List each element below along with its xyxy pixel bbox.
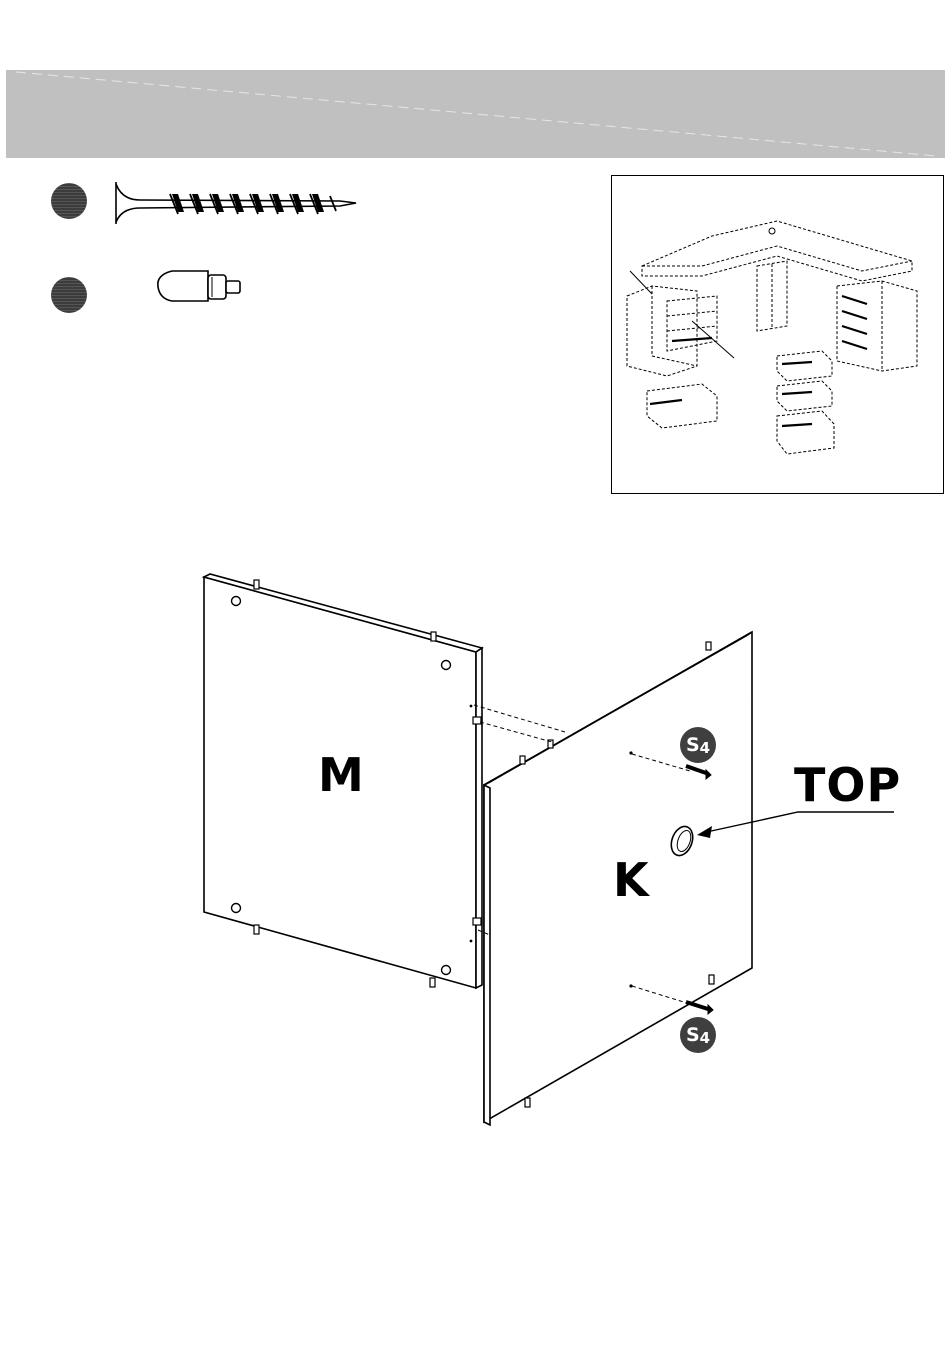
panel-k-left-edge <box>484 785 490 1125</box>
panel-label-m: M <box>318 752 364 798</box>
s4-badge-letter: S <box>686 734 700 756</box>
s4-badge-letter: S <box>686 1024 700 1046</box>
screw-s4-bottom <box>686 1002 713 1014</box>
panel-m-side-edge <box>476 648 482 988</box>
s4-badge-number: 4 <box>700 1029 710 1047</box>
panel-label-k: K <box>613 857 649 903</box>
s4-badge-number: 4 <box>700 739 710 757</box>
top-label: TOP <box>794 762 901 808</box>
